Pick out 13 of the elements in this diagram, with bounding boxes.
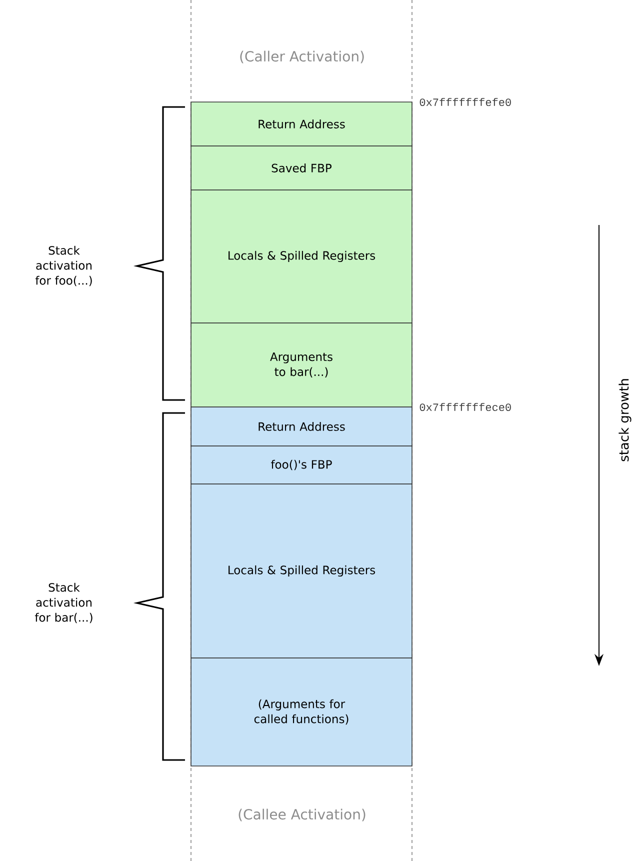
stack-cell: foo()'s FBP bbox=[190, 446, 412, 484]
address-label: 0x7fffffffece0 bbox=[420, 402, 511, 412]
stack-cell: Saved FBP bbox=[190, 146, 412, 190]
stack-cell: Arguments to bar(...) bbox=[190, 322, 412, 408]
stack-cell: Return Address bbox=[190, 102, 412, 146]
axis-label: stack growth bbox=[618, 379, 632, 462]
activation-label: (Callee Activation) bbox=[238, 808, 366, 822]
stack-cell: (Arguments for called functions) bbox=[190, 658, 412, 766]
address-label: 0x7fffffffefe0 bbox=[420, 98, 511, 106]
activation-label: (Caller Activation) bbox=[240, 50, 364, 64]
stack-cell: Return Address bbox=[190, 406, 412, 446]
bracket-label: Stack activation for foo(...) bbox=[35, 246, 92, 286]
bracket-label: Stack activation for bar(...) bbox=[34, 582, 92, 624]
